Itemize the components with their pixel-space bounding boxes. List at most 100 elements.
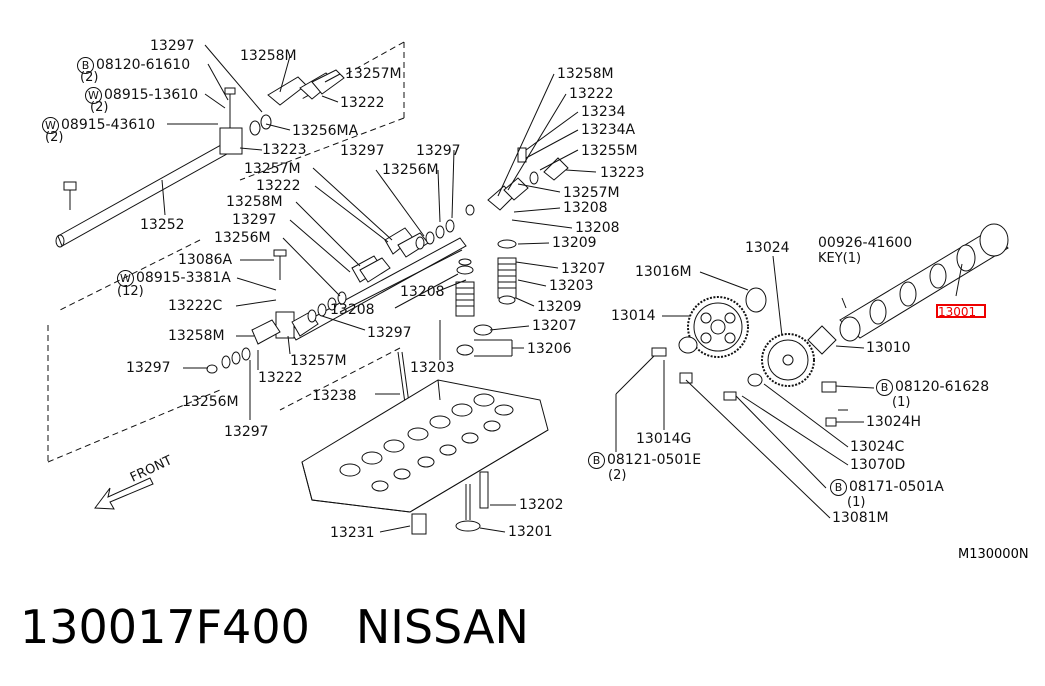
part-label: 13222 (340, 95, 385, 111)
part-label: 13256M (214, 230, 271, 246)
part-label: 13257M (290, 353, 347, 369)
part-number-text: 13024 (745, 240, 790, 256)
part-label: 13258M (240, 48, 297, 64)
part-label: 13014 (611, 308, 656, 324)
part-number-text: 13234 (581, 104, 626, 120)
caption-part-number: 130017F400 (20, 600, 310, 654)
part-label: (1) (892, 395, 910, 411)
part-label: 13201 (508, 524, 553, 540)
part-number-text: 13024H (866, 414, 922, 430)
part-number-text: 13010 (866, 340, 911, 356)
part-label: 00926-41600 (818, 235, 912, 251)
part-label: 13297 (367, 325, 412, 341)
part-label: 13258M (168, 328, 225, 344)
part-label: 13016M (635, 264, 692, 280)
part-number-text: 13203 (549, 278, 594, 294)
part-number-text: 08171-0501A (849, 479, 944, 495)
part-number-text: 13222 (340, 95, 385, 111)
part-number-text: 13201 (508, 524, 553, 540)
part-label: 13238 (312, 388, 357, 404)
part-number-text: 13258M (557, 66, 614, 82)
part-label: 13258M (226, 194, 283, 210)
part-number-text: 13297 (232, 212, 277, 228)
part-label: 13208 (400, 284, 445, 300)
drawing-code: M130000N (958, 547, 1029, 562)
part-label: 13203 (410, 360, 455, 376)
part-number-text: 13016M (635, 264, 692, 280)
part-label: 13222 (569, 86, 614, 102)
part-label: 13208 (575, 220, 620, 236)
part-label: 13297 (340, 143, 385, 159)
part-number-text: 13257M (290, 353, 347, 369)
part-label: 13297 (150, 38, 195, 54)
part-label: (2) (80, 70, 98, 86)
part-label: 13086A (178, 252, 232, 268)
part-number-text: 13256MA (292, 123, 359, 139)
part-number-text: 13234A (581, 122, 636, 138)
part-number-text: 13081M (832, 510, 889, 526)
part-label: 13257M (563, 185, 620, 201)
part-number-text: 13222 (258, 370, 303, 386)
caption-brand: NISSAN (355, 600, 529, 654)
part-label: 13024 (745, 240, 790, 256)
part-number-text: 00926-41600 (818, 235, 913, 251)
part-label: 13208 (330, 302, 375, 318)
part-label: 13081M (832, 510, 889, 526)
part-number-text: 13024C (850, 439, 905, 455)
part-label: 13297 (416, 143, 461, 159)
part-label: 13222 (258, 370, 303, 386)
part-label: 13256M (182, 394, 239, 410)
part-label: 13024H (866, 414, 921, 430)
part-label: 13206 (527, 341, 572, 357)
highlighted-part-number: 13001 (938, 305, 977, 319)
part-label: 13209 (537, 299, 582, 315)
part-label: 13202 (519, 497, 564, 513)
part-prefix-badge: W (85, 87, 102, 104)
part-label: 13256M (382, 162, 439, 178)
part-prefix-badge: B (830, 479, 847, 496)
part-number-text: 13202 (519, 497, 564, 513)
part-number-text: 13297 (150, 38, 195, 54)
part-number-text: 13209 (537, 299, 582, 315)
part-number-text: 13223 (262, 142, 307, 158)
caption: 130017F400 NISSAN (20, 600, 529, 654)
part-label: 13252 (140, 217, 185, 233)
part-number-text: 13297 (126, 360, 171, 376)
part-label: 13256MA (292, 123, 358, 139)
part-label: (2) (90, 100, 108, 116)
part-label: 13297 (224, 424, 269, 440)
part-label: (12) (117, 284, 144, 300)
part-label: 13208 (563, 200, 608, 216)
part-number-text: 08915-3381A (136, 270, 231, 286)
part-number-text: 08915-13610 (104, 87, 199, 103)
part-label: 13010 (866, 340, 911, 356)
part-label: 13297 (126, 360, 171, 376)
part-number-text: (2) (90, 100, 109, 115)
part-number-text: (1) (892, 395, 911, 410)
part-label: 13255M (581, 143, 638, 159)
part-label: 13231 (330, 525, 375, 541)
part-number-text: 13014G (636, 431, 692, 447)
part-number-text: 13203 (410, 360, 455, 376)
part-number-text: 13209 (552, 235, 597, 251)
part-number-text: 08121-0501E (607, 452, 702, 468)
part-number-text: 13222 (256, 178, 301, 194)
part-number-text: 13223 (600, 165, 645, 181)
part-number-text: KEY(1) (818, 251, 862, 266)
part-prefix-badge: B (876, 379, 893, 396)
highlighted-part-box[interactable] (936, 304, 986, 318)
part-label: (2) (45, 130, 63, 146)
part-label: 13258M (557, 66, 614, 82)
part-number-text: 08120-61628 (895, 379, 990, 395)
part-number-text: 13070D (850, 457, 906, 473)
part-label: 13209 (552, 235, 597, 251)
part-number-text: 13258M (168, 328, 225, 344)
part-number-text: 13208 (575, 220, 620, 236)
part-number-text: 13207 (561, 261, 606, 277)
part-prefix-badge: W (117, 270, 134, 287)
part-number-text: 13256M (214, 230, 271, 246)
part-number-text: 13256M (382, 162, 439, 178)
